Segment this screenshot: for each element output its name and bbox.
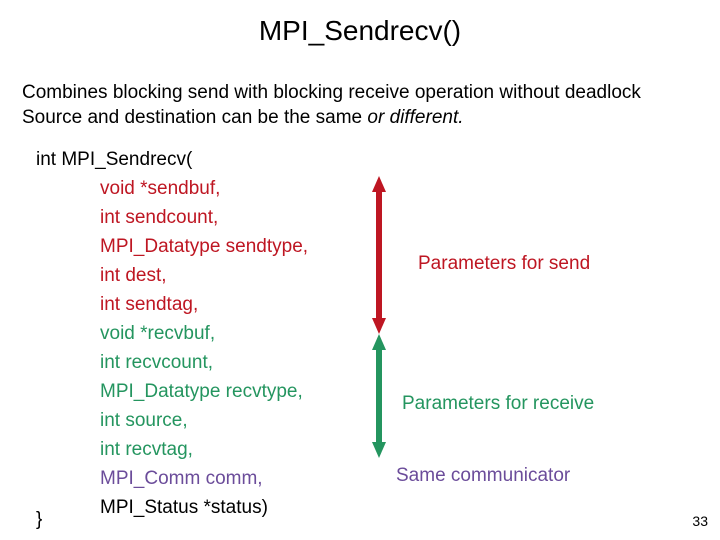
double-headed-vertical-arrow-green-icon — [368, 334, 390, 458]
intro-paragraph: Combines blocking send with blocking rec… — [22, 80, 706, 130]
annotation-label-communicator: Same communicator — [396, 465, 571, 486]
code-line-dest: int dest, — [100, 265, 167, 286]
annotation-label-send: Parameters for send — [418, 253, 591, 274]
page-number: 33 — [692, 513, 708, 529]
code-line-recvtag: int recvtag, — [100, 439, 193, 460]
code-line-sendbuf: void *sendbuf, — [100, 178, 221, 199]
code-line-source: int source, — [100, 410, 188, 431]
code-line-recvcount: int recvcount, — [100, 352, 213, 373]
intro-plain-text: Combines blocking send with blocking rec… — [22, 82, 641, 128]
code-closing-brace: } — [36, 509, 43, 530]
code-line-signature: int MPI_Sendrecv( — [36, 149, 193, 170]
code-line-comm: MPI_Comm comm, — [100, 468, 263, 489]
double-headed-vertical-arrow-red-icon — [368, 176, 390, 334]
code-line-status: MPI_Status *status) — [100, 497, 268, 518]
annotation-label-receive: Parameters for receive — [402, 393, 595, 414]
intro-italic-text: or different. — [367, 107, 464, 128]
code-line-recvbuf: void *recvbuf, — [100, 323, 216, 344]
code-block: int MPI_Sendrecv( void *sendbuf, int sen… — [36, 145, 308, 522]
code-line-sendtag: int sendtag, — [100, 294, 199, 315]
code-line-recvtype: MPI_Datatype recvtype, — [100, 381, 303, 402]
page-title: MPI_Sendrecv() — [258, 15, 462, 46]
code-line-sendtype: MPI_Datatype sendtype, — [100, 236, 309, 257]
code-line-sendcount: int sendcount, — [100, 207, 219, 228]
